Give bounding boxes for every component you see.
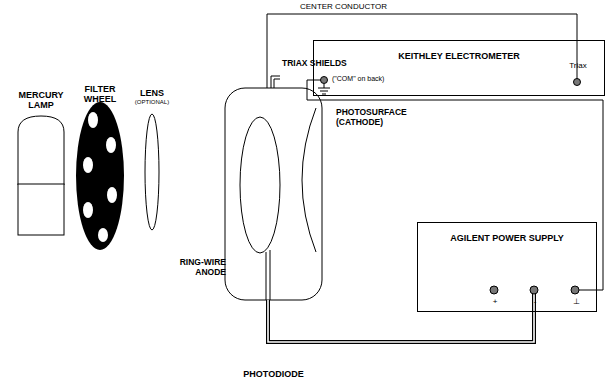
part-label: PHOTOSURFACE (CATHODE) <box>336 108 416 128</box>
com-terminal <box>321 77 328 84</box>
photodiode-node: PHOTODIODE <box>225 88 322 300</box>
wire-label: CENTER CONDUCTOR <box>300 2 387 11</box>
terminal-label: Triax <box>548 61 608 70</box>
terminal-label: ⊥ <box>569 297 583 306</box>
node-heading: LENS <box>128 88 176 98</box>
lamp-node: MERCURY LAMP <box>6 90 76 238</box>
anode-wires <box>266 250 270 300</box>
triax-shield <box>271 76 280 88</box>
electrometer-box: KEITHLEY ELECTROMETER ("COM" on back) Tria… <box>313 40 605 96</box>
node-heading: FILTER WHEEL <box>72 84 128 105</box>
power-supply-box: AGILENT POWER SUPPLY + - ⊥ <box>417 222 597 312</box>
filter-holes <box>83 112 117 242</box>
lens <box>145 114 159 230</box>
wire <box>307 80 603 290</box>
photodiode-tube <box>225 88 322 300</box>
box-title: AGILENT POWER SUPPLY <box>418 233 596 243</box>
box-title: KEITHLEY ELECTROMETER <box>314 51 604 61</box>
lamp-bulb <box>18 116 64 185</box>
triax-terminal <box>574 79 581 86</box>
part-label: TRIAX SHIELDS <box>282 59 362 69</box>
lens-node: LENS(OPTIONAL) <box>128 88 176 232</box>
minus-terminal <box>530 286 538 294</box>
ground-symbol <box>318 84 330 94</box>
triax-shield <box>274 79 280 88</box>
plus-terminal <box>490 286 498 294</box>
node-note: (OPTIONAL) <box>128 99 176 106</box>
filter-wheel <box>76 102 124 250</box>
ground-terminal <box>571 286 579 294</box>
terminal-label: - <box>528 297 542 306</box>
terminal-label: + <box>488 297 502 306</box>
node-heading: MERCURY LAMP <box>6 90 76 111</box>
lamp-base <box>18 184 64 235</box>
photosurface-cathode <box>302 108 316 252</box>
part-label: RING-WIRE ANODE <box>172 258 226 278</box>
ring-wire-anode <box>240 117 280 253</box>
node-heading: PHOTODIODE <box>213 369 334 379</box>
double-wire <box>268 300 534 342</box>
filter-wheel-node: FILTER WHEEL <box>72 84 128 252</box>
terminal-label: ("COM" on back) <box>332 75 432 83</box>
